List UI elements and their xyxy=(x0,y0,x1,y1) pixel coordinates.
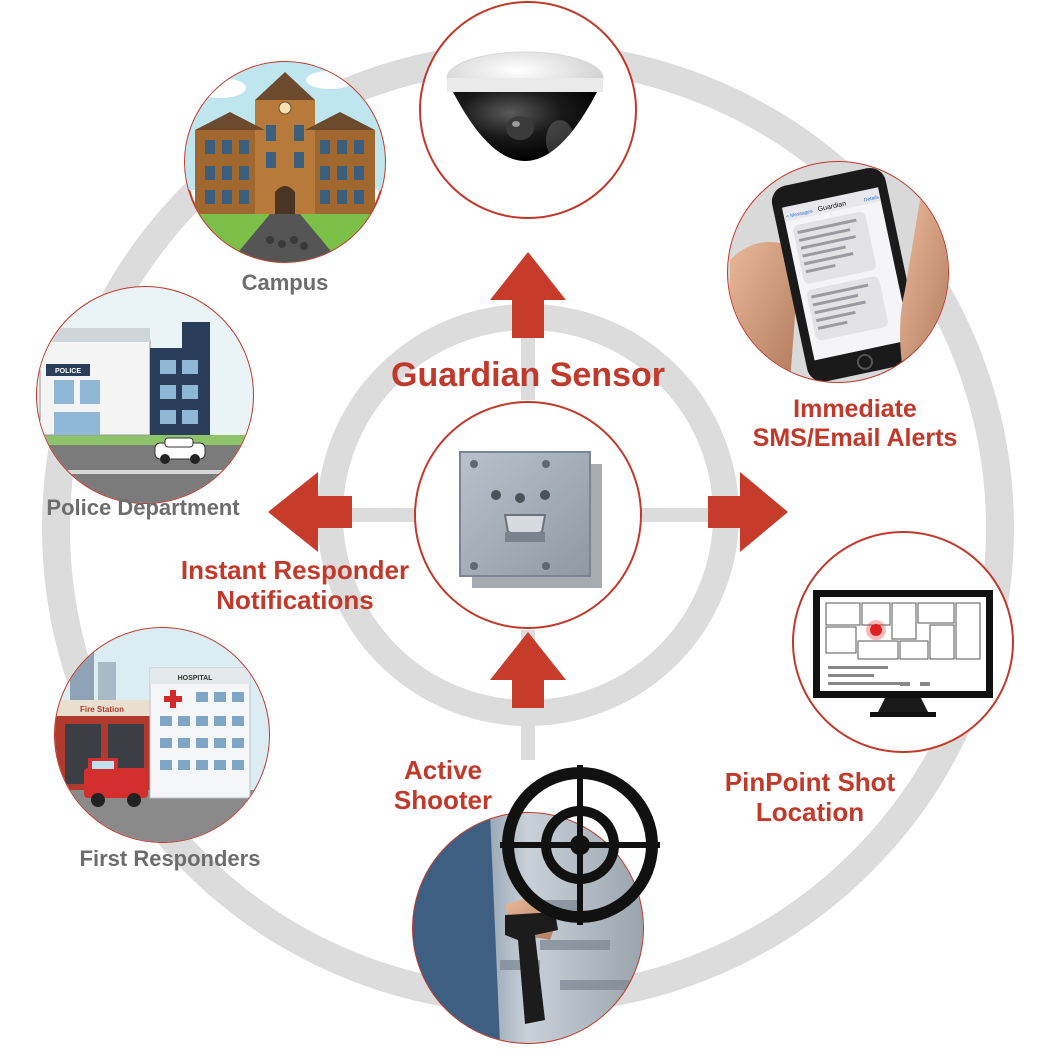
active-shooter-label: Active Shooter xyxy=(378,755,508,816)
pinpoint-line-1: PinPoint Shot xyxy=(724,767,896,797)
flow-arrows xyxy=(268,252,788,708)
shooter-node xyxy=(412,812,644,1044)
phone-details-link: Details xyxy=(863,194,880,203)
target-reticle-icon xyxy=(500,765,660,925)
alerts-line-1: Immediate xyxy=(793,395,917,423)
center-sensor-node xyxy=(414,401,642,629)
arrow-right-icon xyxy=(708,472,788,552)
fire-station-hospital-icon: Fire Station HOSPITAL xyxy=(55,628,269,842)
dome-camera-icon xyxy=(446,51,604,161)
shooter-scene-icon xyxy=(413,813,643,1043)
phone-alert-node: Guardian < Messages Details xyxy=(727,161,949,383)
arrow-up-from-shooter-icon xyxy=(490,632,566,708)
fire-station-sign: Fire Station xyxy=(80,705,124,714)
shooter-line-2: Shooter xyxy=(393,784,493,815)
monitor-map-icon xyxy=(813,590,993,717)
hospital-sign: HOSPITAL xyxy=(178,675,214,682)
sensor-device-icon xyxy=(459,451,602,588)
campus-label: Campus xyxy=(241,270,329,295)
responder-notifications-label: Instant Responder Notifications xyxy=(165,555,425,616)
phone-back-link: < Messages xyxy=(786,208,814,220)
first-responders-node: Fire Station HOSPITAL xyxy=(54,627,270,843)
responder-line-1: Instant Responder xyxy=(180,555,410,585)
center-title: Guardian Sensor xyxy=(391,356,665,394)
police-building-icon: POLICE xyxy=(37,287,253,503)
pinpoint-node xyxy=(792,531,1014,753)
camera-node xyxy=(419,1,637,219)
arrow-up-icon xyxy=(490,252,566,338)
shooter-line-1: Active xyxy=(403,755,483,785)
responder-line-2: Notifications xyxy=(216,584,374,615)
alerts-line-2: SMS/Email Alerts xyxy=(752,423,958,452)
police-sign: POLICE xyxy=(55,368,81,375)
pinpoint-line-2: Location xyxy=(755,796,865,827)
arrow-left-icon xyxy=(268,472,352,552)
phone-icon: Guardian < Messages Details xyxy=(728,162,948,382)
alerts-label: Immediate SMS/Email Alerts xyxy=(745,395,965,453)
first-responders-label: First Responders xyxy=(79,846,261,871)
police-node: POLICE xyxy=(36,286,254,504)
police-label: Police Department xyxy=(46,495,240,520)
pinpoint-label: PinPoint Shot Location xyxy=(705,767,915,828)
